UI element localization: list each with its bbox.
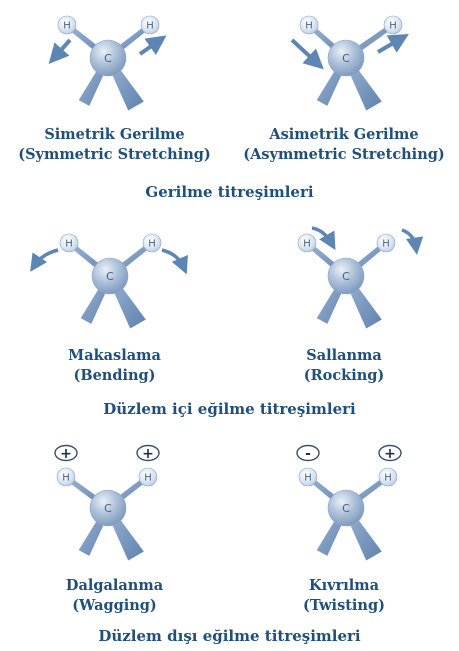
atom-label: H	[148, 239, 156, 250]
hydrogen-atom-right: H	[378, 467, 398, 487]
atom-sphere	[138, 467, 158, 487]
atom-sphere	[140, 15, 160, 35]
molecule-asymmetric-stretching: C H H	[290, 15, 409, 111]
arrow-inward-left	[290, 38, 324, 70]
atom-label: H	[146, 21, 154, 32]
mode-name: Asimetrik Gerilme	[269, 126, 419, 143]
phase-sign-right: +	[378, 444, 402, 462]
molecule-rocking: C H H	[297, 226, 424, 329]
carbon-atom: C	[327, 39, 365, 77]
hydrogen-atom-right: H	[138, 467, 158, 487]
section-title-out-of-plane-bending: Düzlem dışı eğilme titreşimleri	[98, 627, 361, 645]
hydrogen-atom-left: H	[297, 233, 317, 253]
atom-sphere	[299, 15, 319, 35]
atom-label: H	[304, 473, 312, 484]
atom-sphere	[59, 233, 79, 253]
phase-sign-symbol: +	[60, 446, 72, 462]
atom-sphere	[142, 233, 162, 253]
atom-label: H	[303, 239, 311, 250]
phase-sign-left: -	[296, 444, 320, 462]
atom-sphere	[327, 39, 365, 77]
hydrogen-atom-right: H	[140, 15, 160, 35]
atom-label: H	[382, 239, 390, 250]
carbon-atom: C	[327, 489, 365, 527]
phase-sign-symbol: +	[384, 446, 396, 462]
hydrogen-atom-left: H	[299, 15, 319, 35]
carbon-atom: C	[91, 257, 129, 295]
arrow-curved-left	[30, 248, 59, 272]
hydrogen-atom-left: H	[59, 233, 79, 253]
phase-sign-outline	[296, 444, 320, 462]
hydrogen-atom-left: H	[56, 467, 76, 487]
mode-name: Kıvrılma	[309, 577, 379, 594]
carbon-atom: C	[327, 257, 365, 295]
atom-sphere	[298, 467, 318, 487]
phase-sign-outline	[54, 444, 78, 462]
atom-label: C	[342, 52, 350, 65]
phase-sign-symbol: +	[142, 446, 154, 462]
mode-name: Simetrik Gerilme	[44, 126, 185, 143]
molecule-bending: C H H	[30, 233, 188, 329]
atom-label: C	[104, 502, 112, 515]
arrow-outward-left	[48, 38, 72, 64]
atom-sphere	[57, 15, 77, 35]
section-title-in-plane-bending: Düzlem içi eğilme titreşimleri	[103, 400, 356, 418]
molecule-symmetric-stretching: C H H	[48, 15, 167, 111]
mode-english-name: (Bending)	[73, 367, 156, 384]
phase-sign-outline	[136, 444, 160, 462]
atom-sphere	[89, 39, 127, 77]
carbon-atom: C	[89, 39, 127, 77]
mode-english-name: (Asymmetric Stretching)	[243, 146, 445, 163]
atom-sphere	[327, 489, 365, 527]
atom-label: H	[305, 21, 313, 32]
phase-sign-right: +	[136, 444, 160, 462]
mode-english-name: (Rocking)	[303, 367, 385, 384]
hydrogen-atom-right: H	[142, 233, 162, 253]
atom-sphere	[89, 489, 127, 527]
mode-english-name: (Symmetric Stretching)	[18, 146, 211, 163]
arrow-curved-right	[161, 248, 188, 275]
phase-sign-symbol: -	[305, 446, 311, 462]
atom-sphere	[91, 257, 129, 295]
atom-label: C	[342, 502, 350, 515]
atom-label: H	[65, 239, 73, 250]
arrow-outward-right	[376, 33, 409, 54]
carbon-atom: C	[89, 489, 127, 527]
hydrogen-atom-left: H	[57, 15, 77, 35]
atom-sphere	[378, 467, 398, 487]
molecule-wagging: C H H + +	[54, 444, 160, 561]
mode-english-name: (Twisting)	[303, 597, 385, 614]
atom-sphere	[56, 467, 76, 487]
hydrogen-atom-left: H	[298, 467, 318, 487]
mode-name: Sallanma	[306, 347, 382, 364]
atom-label: C	[106, 270, 114, 283]
molecule-twisting: C H H - +	[296, 444, 402, 561]
atom-label: C	[104, 52, 112, 65]
atom-label: H	[389, 21, 397, 32]
mode-english-name: (Wagging)	[72, 597, 157, 614]
atom-label: H	[384, 473, 392, 484]
arrow-curved-right	[401, 228, 424, 255]
phase-sign-outline	[378, 444, 402, 462]
arrow-outward-right	[138, 35, 167, 56]
atom-sphere	[376, 233, 396, 253]
hydrogen-atom-right: H	[376, 233, 396, 253]
atom-label: H	[63, 21, 71, 32]
mode-name: Dalgalanma	[65, 577, 164, 594]
atom-sphere	[297, 233, 317, 253]
arrow-curved-left	[311, 226, 336, 251]
phase-sign-left: +	[54, 444, 78, 462]
atom-label: H	[62, 473, 70, 484]
mode-name: Makaslama	[68, 347, 161, 364]
hydrogen-atom-right: H	[383, 15, 403, 35]
atom-sphere	[327, 257, 365, 295]
section-title-stretching: Gerilme titreşimleri	[145, 183, 314, 201]
atom-label: H	[144, 473, 152, 484]
atom-label: C	[342, 270, 350, 283]
